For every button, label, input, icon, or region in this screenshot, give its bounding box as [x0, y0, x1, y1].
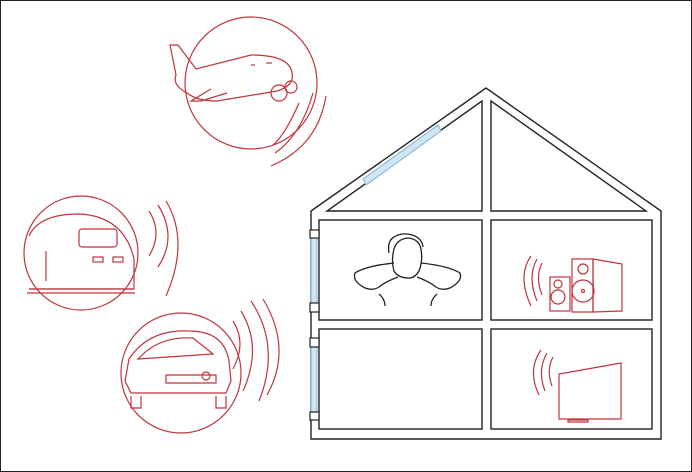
room-upper-right	[490, 219, 653, 321]
windows	[309, 124, 442, 421]
room-upper-left	[318, 219, 483, 321]
room-lower-right	[490, 328, 653, 430]
wall-window-lower	[310, 345, 318, 414]
house	[310, 87, 662, 440]
car-circle	[120, 312, 242, 434]
room-lower-left	[318, 328, 483, 430]
roof-window	[362, 124, 442, 186]
train-icon	[23, 195, 179, 311]
television-icon	[532, 349, 622, 423]
wall-window-upper	[310, 236, 318, 305]
airplane-circle	[184, 16, 318, 150]
speakers-icon	[523, 255, 623, 313]
attic-right	[490, 99, 649, 212]
train-circle	[23, 195, 139, 311]
car-icon	[120, 298, 280, 434]
house-outline	[310, 87, 662, 440]
airplane-icon	[169, 16, 327, 167]
person-covering-ears-icon	[353, 233, 462, 307]
